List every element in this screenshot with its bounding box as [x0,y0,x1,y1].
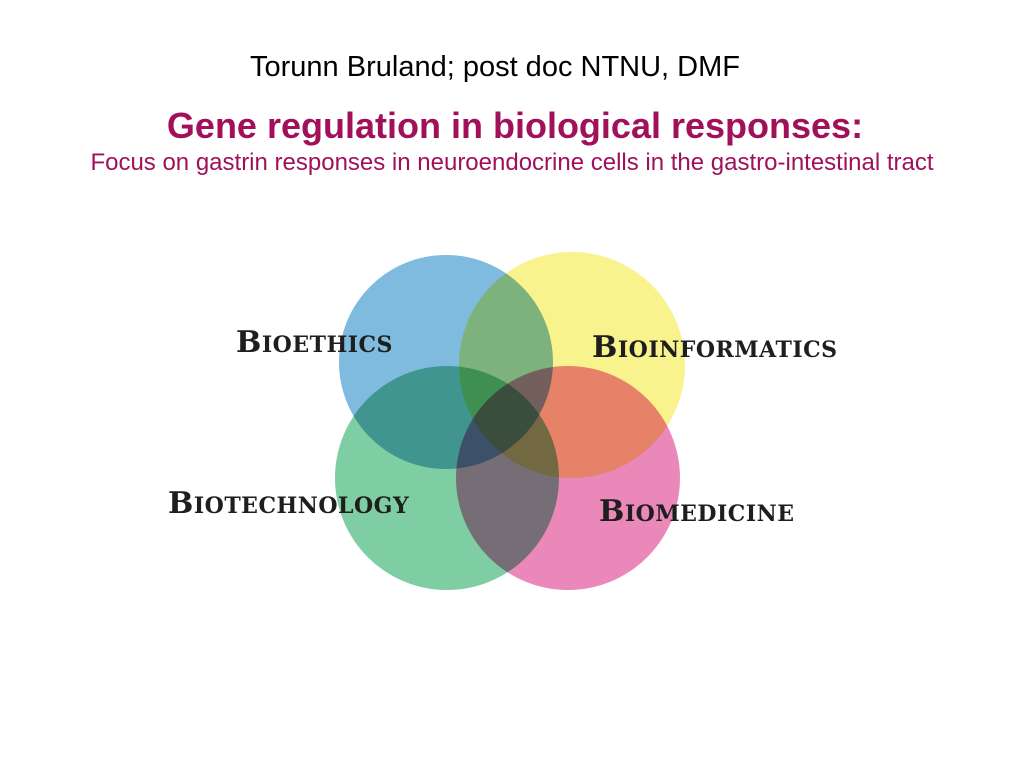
bioinformatics-label: BIOINFORMATICS [592,330,838,365]
bioethics-label: BIOETHICS [236,325,393,360]
biomedicine-label: BIOMEDICINE [599,494,794,529]
author-line: Torunn Bruland; post doc NTNU, DMF [250,51,740,83]
biomedicine-circle [456,366,680,590]
slide-title: Gene regulation in biological responses: [166,105,864,146]
biotechnology-label: BIOTECHNOLOGY [168,486,409,521]
slide-subtitle: Focus on gastrin responses in neuroendoc… [90,149,934,176]
